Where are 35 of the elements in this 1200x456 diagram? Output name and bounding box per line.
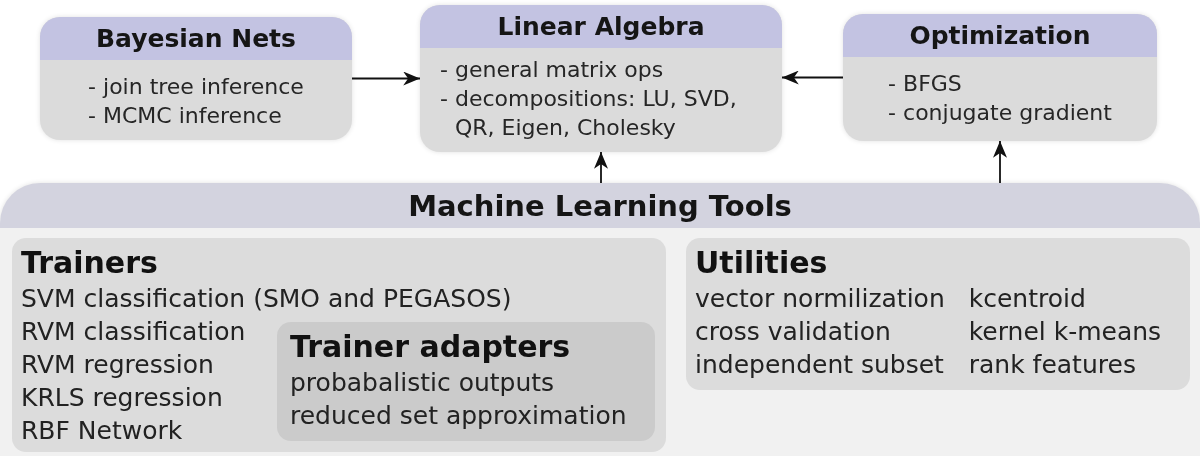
group-title: Trainers xyxy=(21,244,158,282)
list-item: vector normilization xyxy=(695,283,945,315)
arrow xyxy=(781,70,844,85)
arrow xyxy=(993,140,1007,184)
list-item: independent subset xyxy=(695,349,944,381)
panel-title: Machine Learning Tools xyxy=(408,188,792,223)
list-item: RVM classification xyxy=(21,316,246,348)
list-item: SVM classification (SMO and PEGASOS) xyxy=(21,283,512,315)
card-title: Bayesian Nets xyxy=(96,23,296,54)
group-title: Utilities xyxy=(695,244,828,282)
list-item: kernel k-means xyxy=(968,316,1162,348)
list-item: - join tree inference xyxy=(88,73,304,101)
list-item: KRLS regression xyxy=(21,382,223,414)
group-panel xyxy=(12,238,666,452)
arrow xyxy=(351,71,421,86)
list-item: RBF Network xyxy=(21,415,183,447)
list-item: - MCMC inference xyxy=(88,102,283,130)
module-panel xyxy=(0,183,1200,456)
list-item: cross validation xyxy=(695,316,891,348)
list-item: kcentroid xyxy=(968,283,1086,315)
module-card xyxy=(843,14,1157,141)
list-item: - general matrix ops xyxy=(440,56,665,84)
group-title: Trainer adapters xyxy=(290,328,571,366)
list-item: - conjugate gradient xyxy=(888,99,1112,127)
list-item: - decompositions: LU, SVD, QR, Eigen, Cholesky xyxy=(440,85,738,142)
module-card xyxy=(40,17,352,140)
card-title: Linear Algebra xyxy=(497,11,705,42)
list-item: RVM regression xyxy=(21,349,214,381)
list-item: reduced set approximation xyxy=(290,400,627,432)
list-item: probabalistic outputs xyxy=(290,367,555,399)
arrow xyxy=(594,151,608,184)
list-item: rank features xyxy=(968,349,1136,381)
list-item: - BFGS xyxy=(888,70,963,98)
card-title: Optimization xyxy=(909,20,1091,51)
module-card xyxy=(420,5,782,152)
